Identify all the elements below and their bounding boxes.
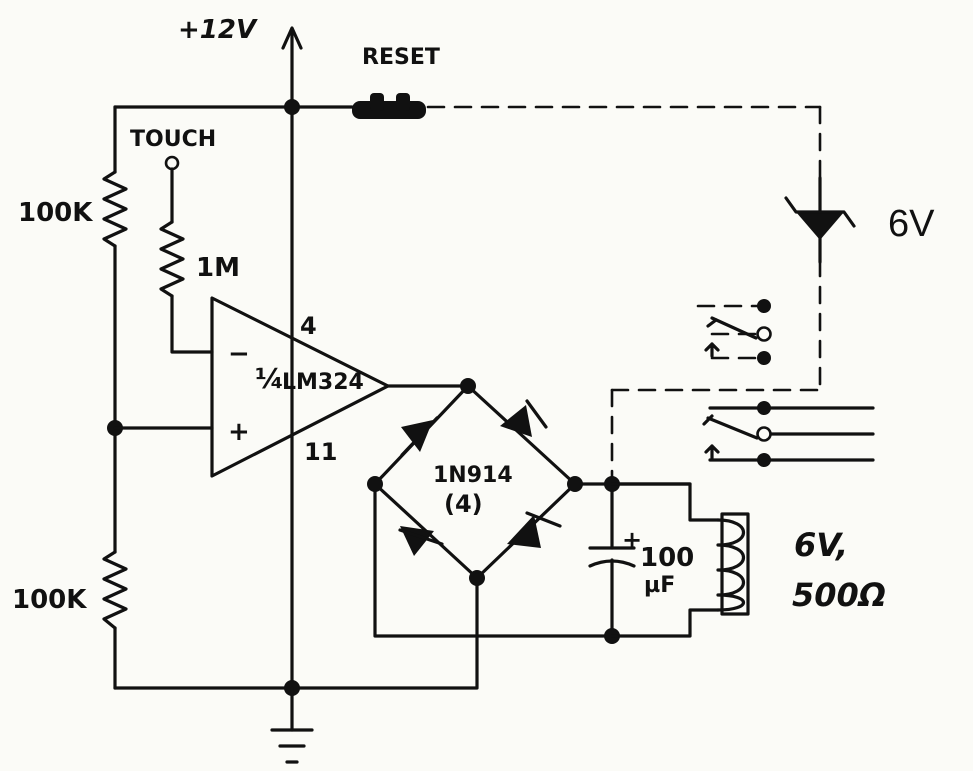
diode-d2 (500, 399, 548, 437)
diode-part-label: 1N914 (433, 463, 513, 488)
junction-dot-bridge-top (460, 378, 476, 394)
pin-4-label: 4 (300, 312, 317, 340)
relay-contacts-lower (702, 401, 875, 467)
supply-rail-12v (281, 26, 303, 690)
ground-symbol (270, 686, 314, 764)
resistor-100k-top-label: 100K (18, 198, 93, 228)
op-amp-inverting-sign: − (228, 339, 250, 369)
junction-dot-bridge-bottom (469, 570, 485, 586)
op-amp-noninverting-sign: + (228, 417, 250, 447)
capacitor-value-label: 100 (640, 543, 694, 573)
touch-pad-terminal (164, 155, 180, 171)
diode-bridge (113, 384, 692, 690)
reset-label: RESET (362, 45, 440, 70)
diode-d4 (507, 511, 562, 548)
resistor-100k-bottom-label: 100K (12, 585, 87, 615)
pin-11-label: 11 (304, 438, 337, 466)
relay-voltage-label: 6V, (794, 526, 848, 564)
reset-button-symbol (352, 93, 426, 119)
junction-dot-supply-top (284, 99, 300, 115)
relay-resistance-label: 500Ω (792, 576, 886, 614)
relay-coil (610, 482, 750, 638)
capacitor-polarity-sign: + (622, 526, 642, 554)
resistor-1m (159, 167, 214, 354)
resistor-100k-top (102, 105, 128, 430)
supply-voltage-label: +12V (178, 15, 258, 45)
touch-label: TOUCH (130, 127, 216, 152)
junction-dot-bridge-right (567, 476, 583, 492)
op-amp-triangle (113, 296, 470, 478)
junction-dot-bridge-left (367, 476, 383, 492)
zener-voltage-label: 6V (888, 203, 935, 245)
op-amp-fraction-label: ¼ (255, 362, 284, 395)
diode-count-label: (4) (444, 490, 483, 518)
relay-contacts-upper (696, 299, 772, 365)
zener-diode (784, 176, 856, 264)
resistor-1m-label: 1M (196, 253, 240, 283)
capacitor-100uf (588, 482, 636, 638)
capacitor-unit-label: µF (644, 573, 675, 598)
resistor-100k-bottom (102, 426, 128, 690)
diode-d1 (400, 416, 439, 457)
op-amp-part-label: LM324 (282, 370, 364, 395)
diode-d3 (398, 526, 444, 556)
dashed-link (426, 105, 822, 486)
